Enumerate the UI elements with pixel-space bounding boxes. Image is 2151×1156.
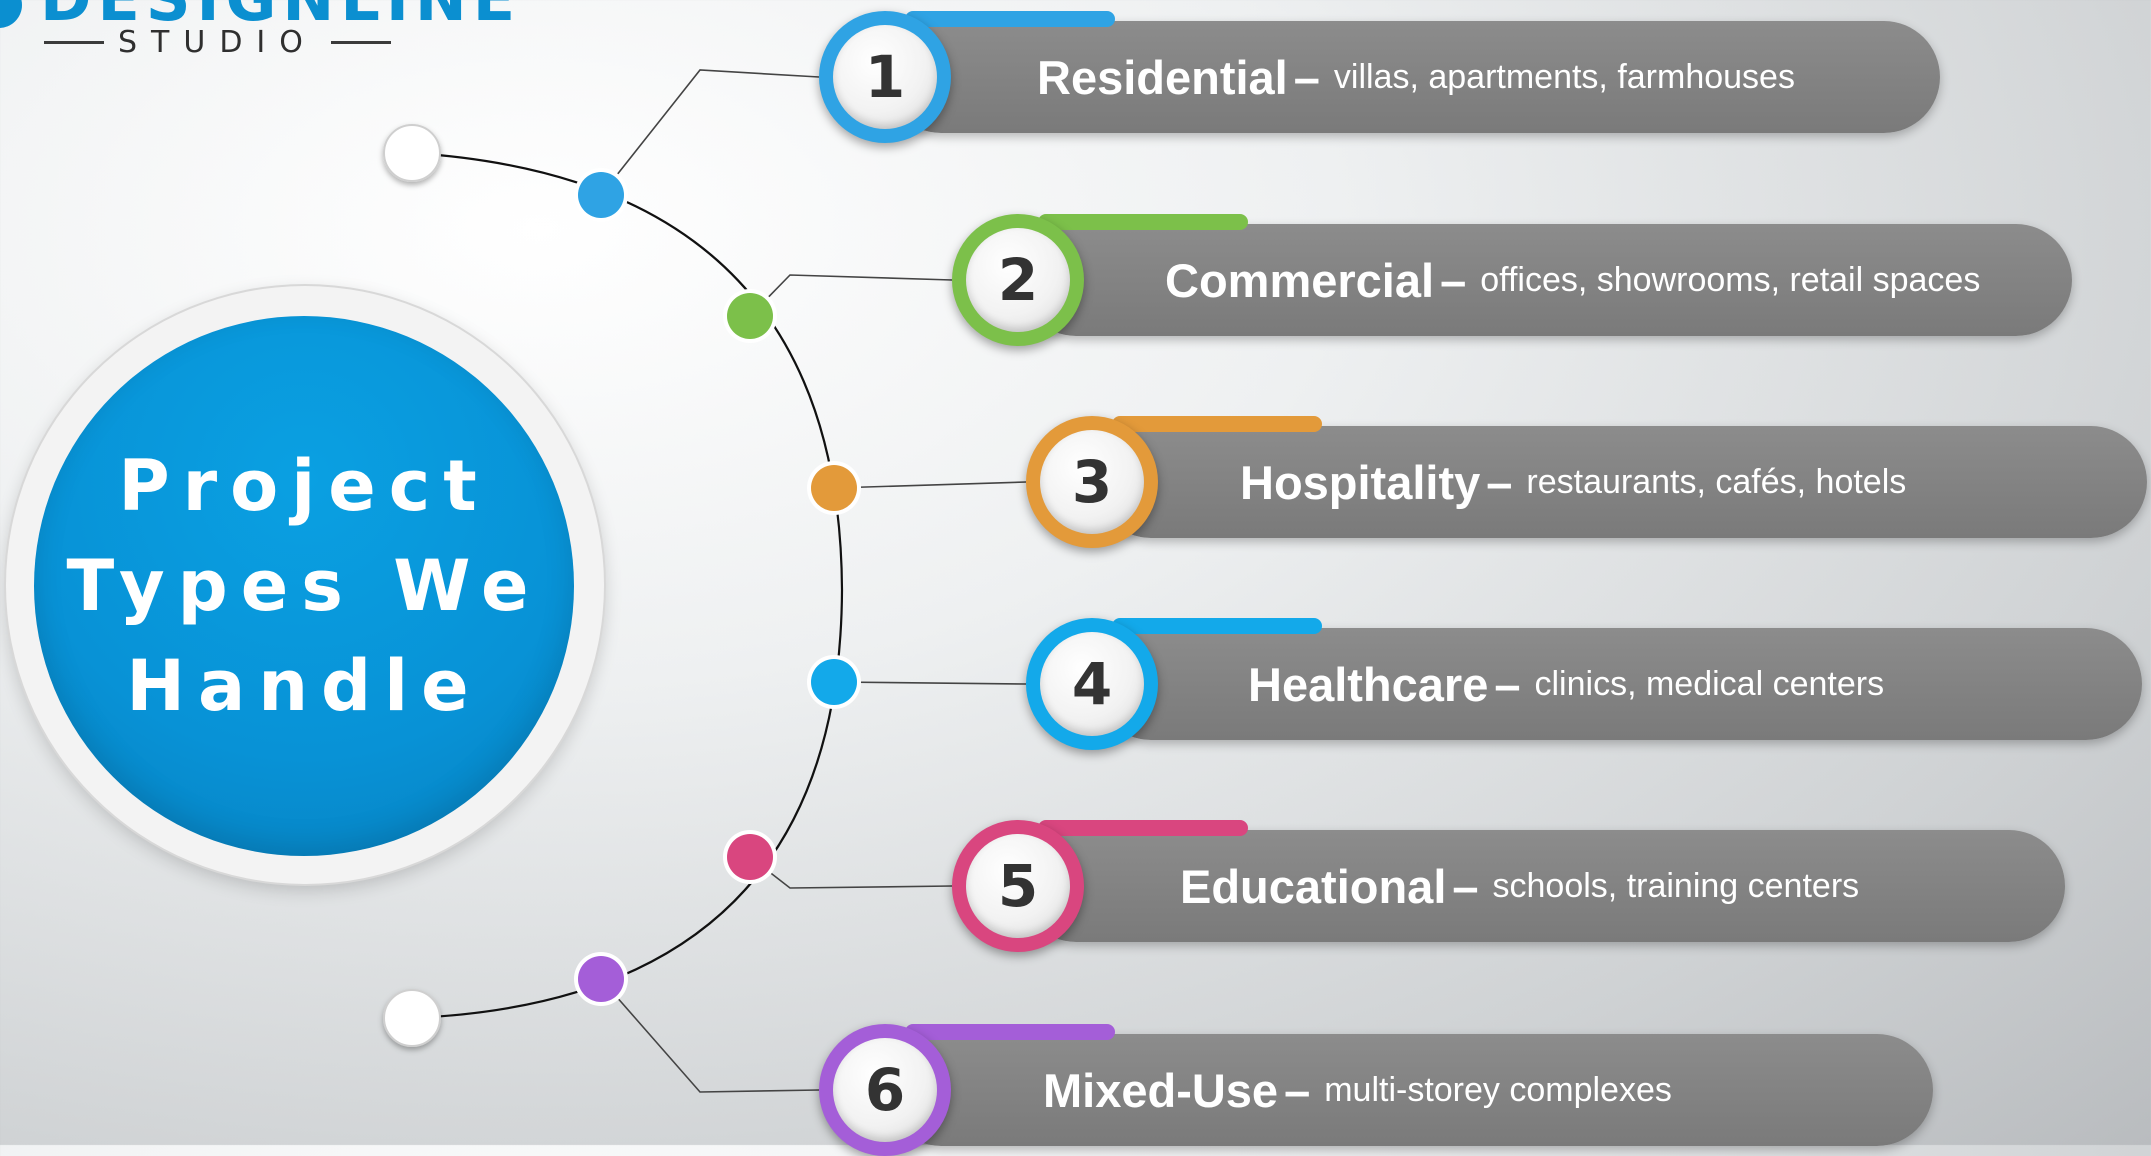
- connector-line: [833, 481, 1027, 489]
- node-dot: [811, 659, 857, 705]
- node-dot: [727, 293, 773, 339]
- item-label: Healthcare–clinics, medical centers: [1248, 628, 1884, 740]
- item-name: Commercial: [1165, 253, 1435, 307]
- item-bar: [1095, 426, 2147, 538]
- number-badge: 4: [1026, 618, 1158, 750]
- connector-line: [749, 856, 953, 889]
- item-description: restaurants, cafés, hotels: [1526, 462, 1907, 501]
- node-dot: [811, 465, 857, 511]
- item-description: villas, apartments, farmhouses: [1333, 57, 1795, 96]
- node-dot: [578, 172, 624, 218]
- item-description: offices, showrooms, retail spaces: [1480, 260, 1981, 299]
- item-description: multi-storey complexes: [1324, 1070, 1672, 1109]
- item-bar: [1095, 628, 2142, 740]
- connector-line: [833, 681, 1027, 685]
- item-name: Educational: [1180, 859, 1447, 913]
- item-description: clinics, medical centers: [1534, 664, 1885, 703]
- item-name: Mixed-Use: [1043, 1063, 1279, 1117]
- number-badge: 3: [1026, 416, 1158, 548]
- item-accent-tab: [905, 11, 1115, 27]
- item-label: Mixed-Use–multi-storey complexes: [1043, 1034, 1672, 1146]
- hub-circle: Project Types We Handle: [34, 316, 574, 856]
- item-name: Hospitality: [1240, 455, 1481, 509]
- item-accent-tab: [1038, 214, 1248, 230]
- item-bar: [1020, 224, 2072, 336]
- connector-arc: [411, 151, 844, 1020]
- number-badge: 5: [952, 820, 1084, 952]
- item-dash: –: [1284, 1063, 1311, 1117]
- brand-subtitle: STUDIO: [44, 22, 391, 62]
- brand-logo: DESIGNLINE STUDIO: [0, 0, 515, 70]
- number-badge-value: 5: [966, 834, 1070, 938]
- connector-line: [600, 978, 820, 1093]
- item-name: Healthcare: [1248, 657, 1489, 711]
- connector-line: [600, 69, 820, 196]
- item-label: Hospitality–restaurants, cafés, hotels: [1240, 426, 1906, 538]
- divider: [44, 40, 104, 44]
- number-badge-value: 3: [1040, 430, 1144, 534]
- item-dash: –: [1494, 657, 1521, 711]
- item-bar: [885, 21, 1940, 133]
- item-name: Residential: [1037, 50, 1288, 104]
- number-badge-value: 4: [1040, 632, 1144, 736]
- item-accent-tab: [1112, 618, 1322, 634]
- item-dash: –: [1293, 50, 1320, 104]
- connector-line: [749, 274, 953, 317]
- number-badge: 2: [952, 214, 1084, 346]
- arc-end-cap: [383, 124, 441, 182]
- item-accent-tab: [1112, 416, 1322, 432]
- item-label: Educational–schools, training centers: [1180, 830, 1859, 942]
- item-accent-tab: [905, 1024, 1115, 1040]
- item-dash: –: [1486, 455, 1513, 509]
- item-label: Commercial–offices, showrooms, retail sp…: [1165, 224, 1980, 336]
- arc-end-cap: [383, 989, 441, 1047]
- item-label: Residential–villas, apartments, farmhous…: [1037, 21, 1795, 133]
- item-dash: –: [1440, 253, 1467, 307]
- number-badge-value: 6: [833, 1038, 937, 1142]
- brand-name: DESIGNLINE: [40, 0, 521, 35]
- item-description: schools, training centers: [1492, 866, 1860, 905]
- brand-subtitle-text: STUDIO: [118, 24, 317, 60]
- number-badge: 1: [819, 11, 951, 143]
- number-badge-value: 1: [833, 25, 937, 129]
- item-bar: [1020, 830, 2065, 942]
- number-badge-value: 2: [966, 228, 1070, 332]
- item-bar: [885, 1034, 1933, 1146]
- item-dash: –: [1452, 859, 1479, 913]
- node-dot: [727, 834, 773, 880]
- node-dot: [578, 956, 624, 1002]
- hub-title: Project Types We Handle: [66, 445, 542, 727]
- divider: [330, 40, 391, 44]
- item-accent-tab: [1038, 820, 1248, 836]
- number-badge: 6: [819, 1024, 951, 1156]
